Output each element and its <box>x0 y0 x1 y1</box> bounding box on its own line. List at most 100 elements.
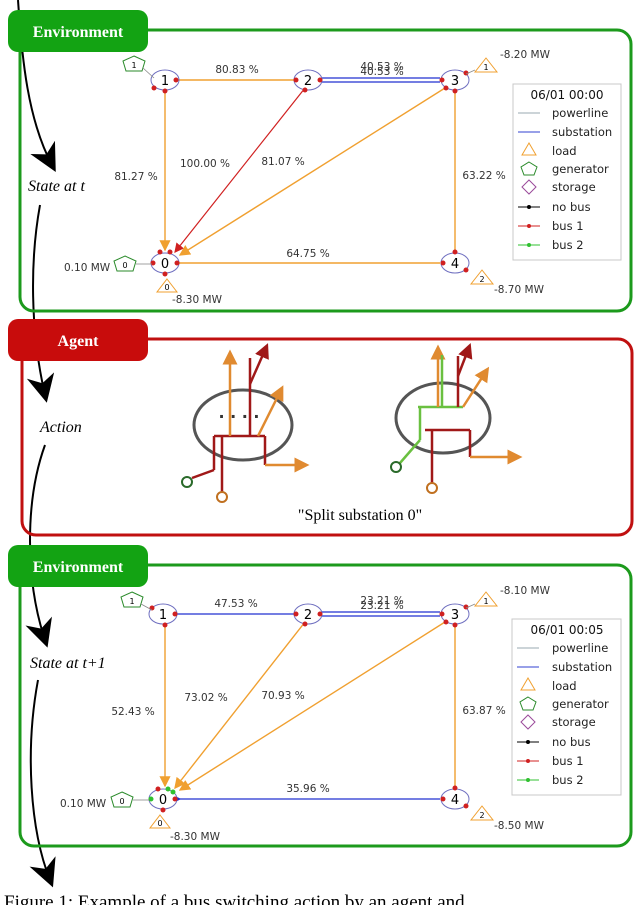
substation-0: 0 <box>150 249 180 277</box>
line-2-0-load: 100.00 % <box>180 158 230 170</box>
svg-text:1: 1 <box>131 61 136 70</box>
legend-label-bus-2: bus 2 <box>552 238 584 252</box>
legend-load-icon <box>520 677 536 691</box>
legend-label-storage: storage <box>552 180 596 194</box>
load-0-power: -8.30 MW <box>172 294 223 306</box>
svg-text:2: 2 <box>304 608 312 623</box>
svg-text:1: 1 <box>483 597 488 606</box>
legend-label-powerline: powerline <box>552 106 608 120</box>
environment-tag <box>8 10 148 52</box>
line-1-2-load: 80.83 % <box>215 64 258 76</box>
legend-label-storage: storage <box>552 715 596 729</box>
state-label: State at t+1 <box>30 655 106 672</box>
generator-0-power: 0.10 MW <box>64 262 111 274</box>
svg-text:0: 0 <box>159 793 167 808</box>
environment-panel-bottom <box>18 563 633 848</box>
legend-label-load: load <box>552 144 577 158</box>
flow-arrow <box>26 204 55 403</box>
substation-1: 1 <box>150 69 180 94</box>
svg-text:1: 1 <box>483 63 488 72</box>
svg-text:0: 0 <box>157 819 162 828</box>
powerline-2-0 <box>174 87 306 253</box>
svg-text:3: 3 <box>451 608 459 623</box>
load-0: 0 <box>148 814 172 829</box>
substation-2: 2 <box>293 69 323 93</box>
powerline-3-0 <box>178 87 446 256</box>
flow-arrow <box>29 679 56 888</box>
generator-0-power: 0.10 MW <box>60 798 107 810</box>
agent-panel <box>20 337 634 537</box>
line-2-3-load-a: 23.21 % <box>360 595 403 607</box>
line-0-4-load: 64.75 % <box>286 248 329 260</box>
legend-label-no-bus: no bus <box>552 200 591 214</box>
svg-text:0: 0 <box>122 261 127 270</box>
load-4-power: -8.70 MW <box>494 284 545 296</box>
action-label: Action <box>39 419 82 436</box>
substation-3: 3 <box>439 69 470 94</box>
legend-label-powerline: powerline <box>552 641 608 655</box>
line-1-0-load: 52.43 % <box>111 706 154 718</box>
generator-1: 1 <box>120 591 153 611</box>
generator-1: 1 <box>122 55 155 79</box>
agent-tag-label: Agent <box>58 333 100 350</box>
line-3-0-load: 81.07 % <box>261 156 304 168</box>
legend-label-generator: generator <box>552 162 609 176</box>
svg-text:4: 4 <box>451 793 459 808</box>
line-3-0-load: 70.93 % <box>261 690 304 702</box>
substation-3: 3 <box>439 603 470 628</box>
legend-label-load: load <box>552 679 577 693</box>
legend-label-substation: substation <box>552 660 612 674</box>
legend-storage-icon <box>520 714 536 730</box>
figure-caption: Figure 1: Example of a bus switching act… <box>4 892 465 905</box>
legend-generator-icon <box>520 161 538 176</box>
line-2-3-load-b: 40.53 % <box>360 66 403 78</box>
load-4: 2 <box>469 269 495 285</box>
substation-after-split <box>390 342 523 494</box>
load-4: 2 <box>469 805 495 821</box>
legend-label-bus-1: bus 1 <box>552 754 584 768</box>
load-3: 1 <box>465 591 499 609</box>
legend-top: 06/01 00:00 powerline substation load ge… <box>512 83 622 261</box>
timestamp: 06/01 00:00 <box>531 88 604 102</box>
powerline-3-0 <box>178 621 446 791</box>
svg-text:0: 0 <box>161 257 169 272</box>
line-3-4-load: 63.22 % <box>462 170 505 182</box>
action-caption: "Split substation 0" <box>298 507 422 524</box>
generator-0: 0 <box>110 791 149 808</box>
substation-0: 0 <box>148 786 178 813</box>
legend-load-icon <box>521 142 537 156</box>
svg-text:2: 2 <box>479 811 484 820</box>
line-1-2-load: 47.53 % <box>214 598 257 610</box>
substation-4: 4 <box>440 785 470 810</box>
svg-text:1: 1 <box>159 608 167 623</box>
legend-label-generator: generator <box>552 697 609 711</box>
load-4-power: -8.50 MW <box>494 820 545 832</box>
powerline-2-0 <box>174 621 306 790</box>
legend-storage-icon <box>521 179 537 195</box>
load-0: 0 <box>155 278 179 293</box>
line-2-3-load-a: 40.53 % <box>360 61 403 73</box>
legend-bottom: 06/01 00:05 powerline substation load ge… <box>511 618 622 796</box>
svg-text:. . . .: . . . . <box>218 403 259 422</box>
substation-2: 2 <box>293 603 323 627</box>
timestamp: 06/01 00:05 <box>531 623 604 637</box>
svg-text:4: 4 <box>451 257 459 272</box>
svg-text:3: 3 <box>451 74 459 89</box>
load-3-power: -8.10 MW <box>500 585 551 597</box>
legend-label-bus-2: bus 2 <box>552 773 584 787</box>
generator-0: 0 <box>113 255 152 272</box>
legend-label-no-bus: no bus <box>552 735 591 749</box>
svg-text:2: 2 <box>304 74 312 89</box>
legend-generator-icon <box>519 696 537 711</box>
line-1-0-load: 81.27 % <box>114 171 157 183</box>
svg-text:1: 1 <box>129 597 134 606</box>
substation-before-split: . . . . <box>181 343 310 503</box>
flow-arrow <box>25 444 52 648</box>
substation-4: 4 <box>440 249 470 274</box>
legend-label-bus-1: bus 1 <box>552 219 584 233</box>
substation-1: 1 <box>148 603 178 628</box>
environment-panel-top <box>18 28 633 313</box>
load-3-power: -8.20 MW <box>500 49 551 61</box>
svg-text:2: 2 <box>479 275 484 284</box>
